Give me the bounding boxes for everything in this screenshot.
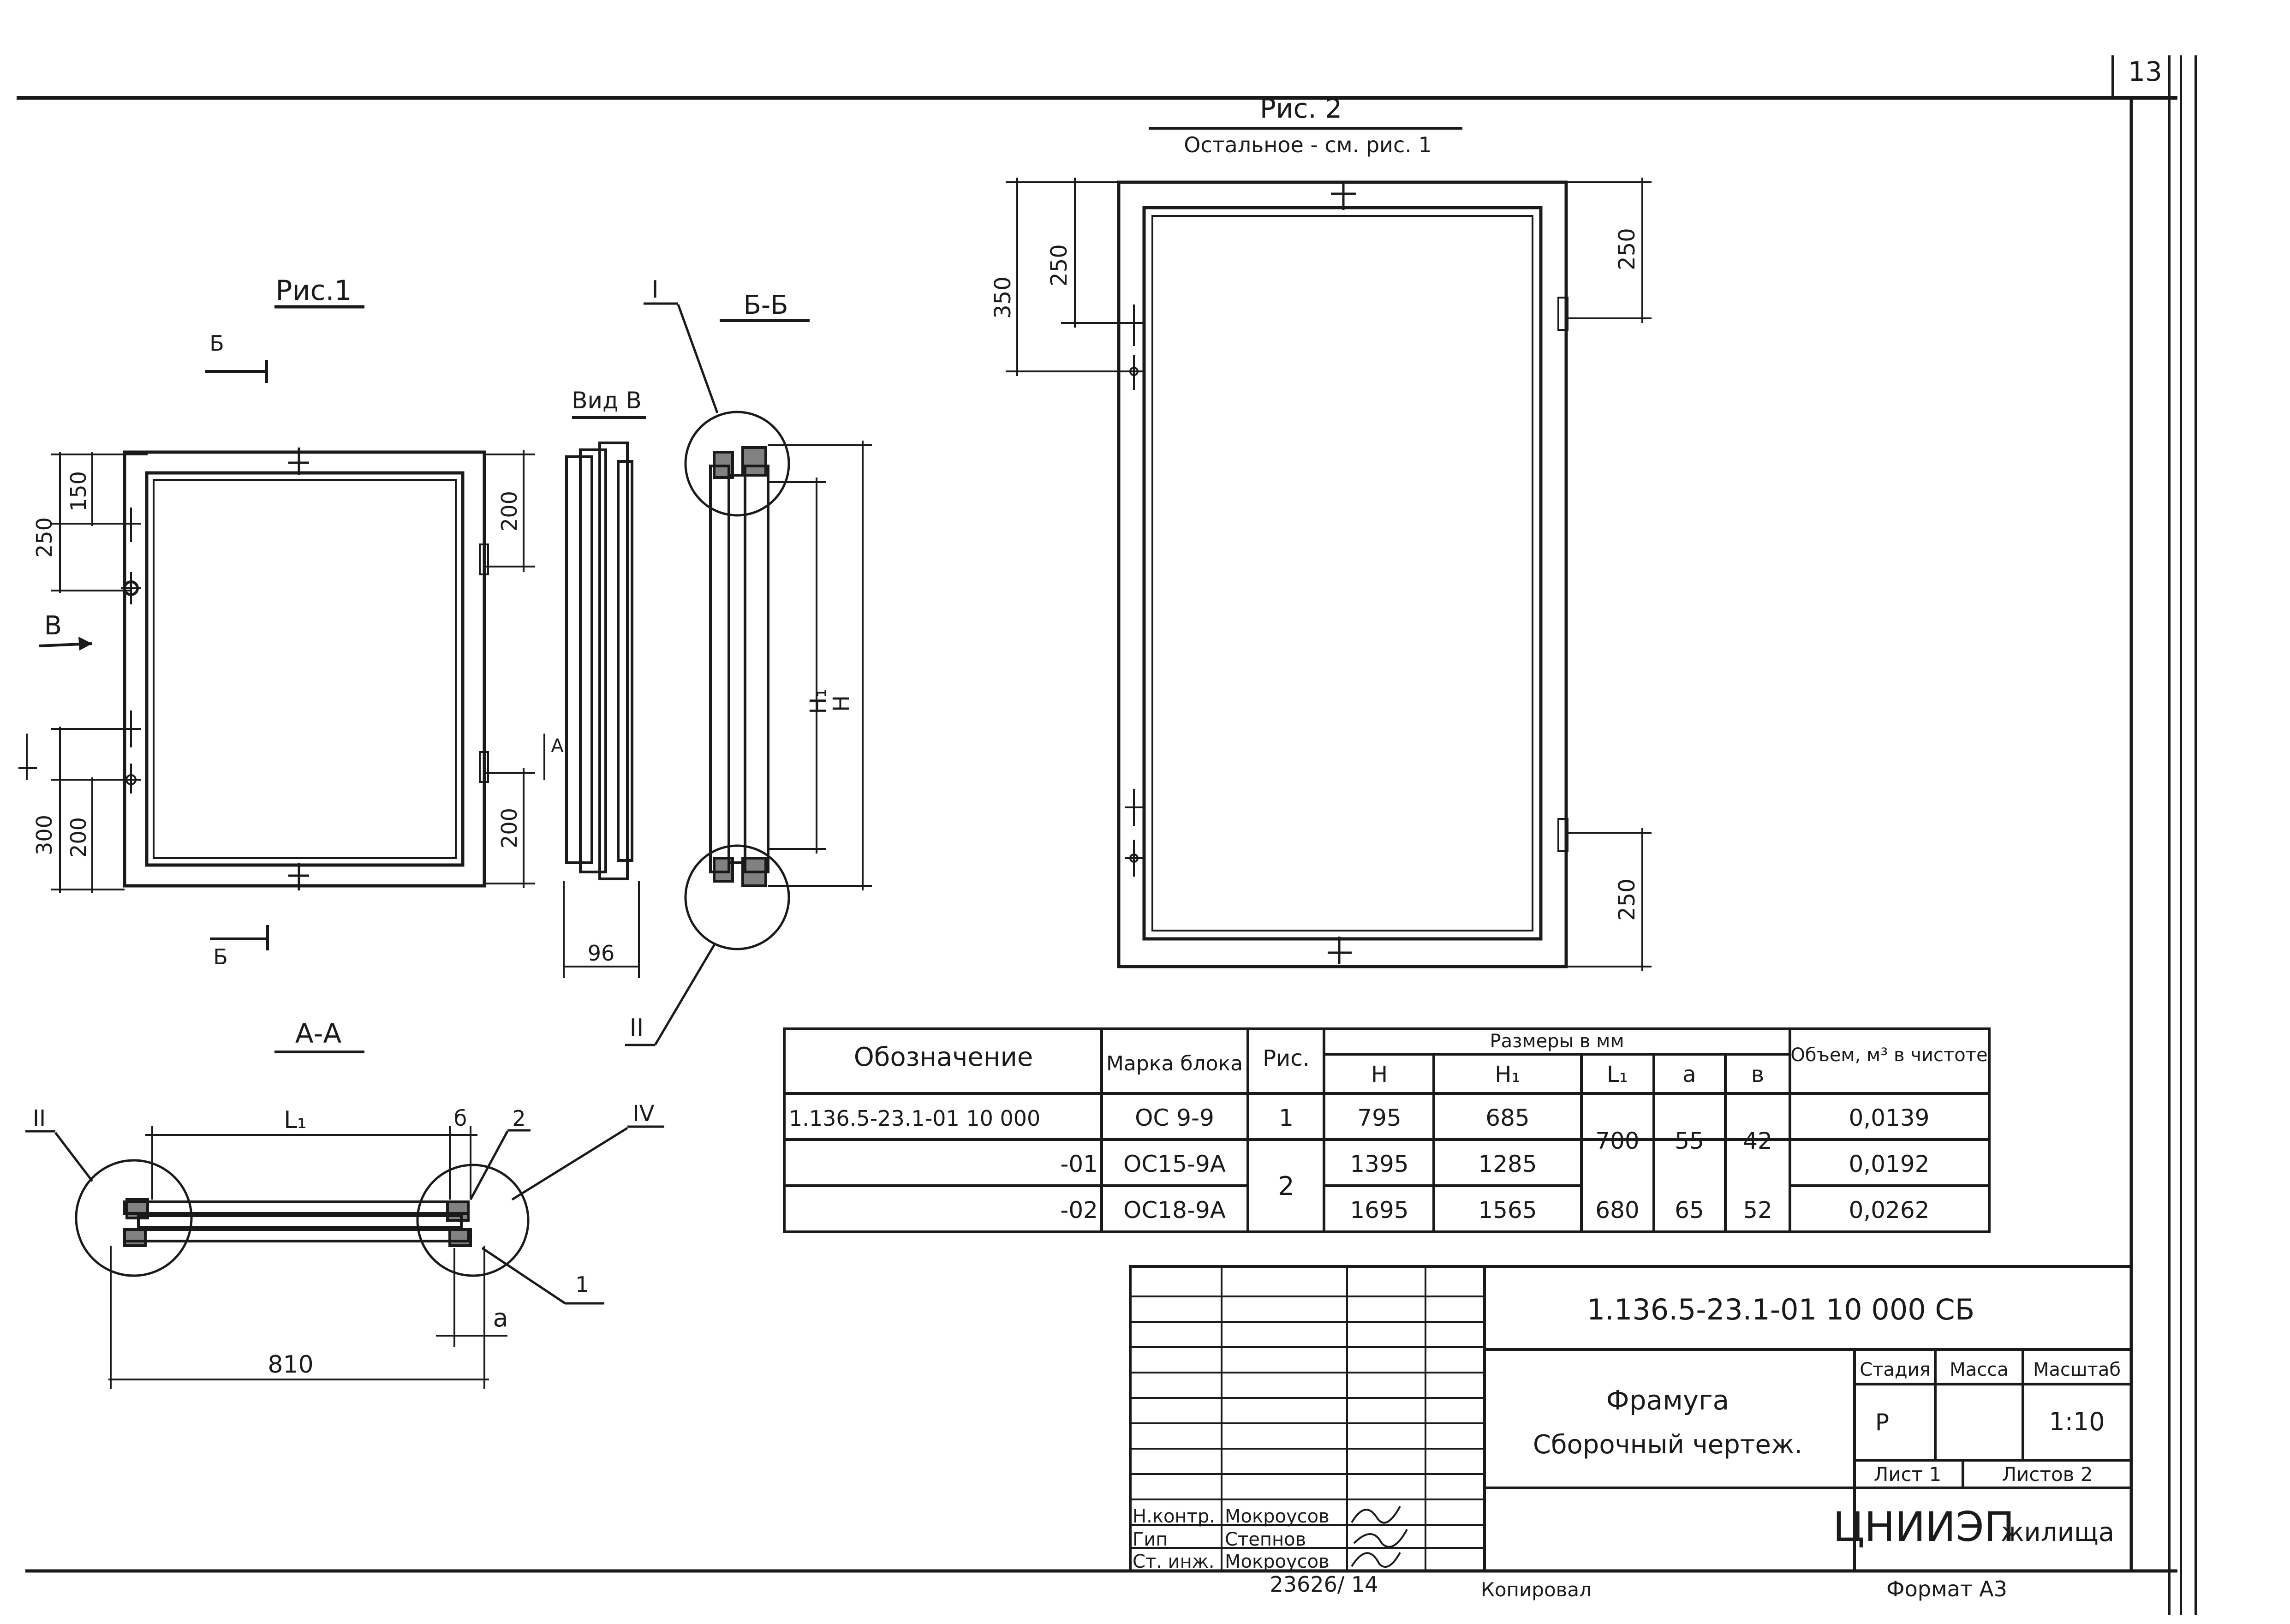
- tb-signer1-name: Мокроусов: [1225, 1506, 1330, 1527]
- spec-row3-designation: -02: [1060, 1197, 1098, 1224]
- spec-header-a: a: [1682, 1062, 1696, 1087]
- section-aa-title: А-А: [295, 1018, 342, 1049]
- section-bb-title: Б-Б: [743, 290, 788, 320]
- footer-format: Формат А3: [1886, 1576, 2007, 1601]
- tb-org-suffix: жилища: [2001, 1517, 2114, 1547]
- fig1-dim-200-right-bottom: 200: [497, 808, 522, 848]
- fig1-title: Рис.1: [275, 275, 352, 307]
- view-a-mark: А: [551, 735, 564, 757]
- bb-dim-h: H: [829, 695, 854, 712]
- spec-header-volume: Объем, м³ в чистоте: [1790, 1045, 1987, 1066]
- spec-row2-h: 1395: [1350, 1151, 1408, 1177]
- aa-dim-a: a: [493, 1303, 508, 1332]
- tb-sheets-label: Листов 2: [2002, 1463, 2093, 1486]
- footer-inventory: 23626/ 14: [1270, 1572, 1378, 1597]
- bb-dim-h1: H₁: [805, 688, 831, 714]
- spec-table: Обозначение Марка блока Рис. Размеры в м…: [783, 1027, 1991, 1233]
- spec-row1-b: 42: [1743, 1128, 1772, 1154]
- spec-row1-h1: 685: [1485, 1105, 1529, 1131]
- tb-scale-value: 1:10: [2049, 1407, 2105, 1436]
- fig2-dim-250-bottom: 250: [1614, 878, 1640, 921]
- spec-header-mark: Марка блока: [1106, 1052, 1243, 1075]
- callout-i: I: [651, 276, 658, 304]
- tb-scale-label: Масштаб: [2033, 1359, 2121, 1380]
- spec-row3-a: 65: [1675, 1197, 1704, 1224]
- tb-signer3-role: Ст. инж.: [1133, 1551, 1215, 1572]
- fig1-dim-300: 300: [32, 815, 57, 855]
- view-v-arrow-label: В: [44, 611, 62, 641]
- tb-signer3-name: Мокроусов: [1225, 1551, 1330, 1572]
- spec-row1-a: 55: [1675, 1128, 1704, 1154]
- spec-row1-volume: 0,0139: [1849, 1105, 1930, 1131]
- spec-row3-h1: 1565: [1478, 1197, 1537, 1224]
- arrow-icon: [78, 637, 92, 651]
- spec-header-h: H: [1371, 1062, 1388, 1087]
- section-bb-mark-top: Б: [209, 331, 224, 356]
- spec-row2-h1: 1285: [1478, 1151, 1537, 1177]
- spec-header-b: в: [1751, 1062, 1764, 1087]
- spec-row3-mark: ОС18-9А: [1123, 1197, 1226, 1224]
- fig2-title: Рис. 2: [1260, 93, 1342, 124]
- tb-code: 1.136.5-23.1-01 10 000 СБ: [1587, 1293, 1975, 1326]
- section-aa: А-А II IV: [25, 1018, 664, 1389]
- tb-mass-label: Масса: [1950, 1359, 2009, 1380]
- sheet-frame: [17, 55, 2197, 1615]
- tb-signer2-role: Гип: [1133, 1529, 1168, 1550]
- spec-header-sizes: Размеры в мм: [1490, 1031, 1624, 1052]
- tb-signer1-role: Н.контр.: [1133, 1506, 1215, 1527]
- spec-header-fig: Рис.: [1263, 1045, 1310, 1071]
- spec-row1-fig: 1: [1279, 1105, 1294, 1131]
- tb-stage-label: Стадия: [1860, 1359, 1930, 1380]
- footer-copied: Копировал: [1481, 1578, 1592, 1601]
- tb-org: ЦНИИЭП: [1833, 1503, 2015, 1551]
- aa-dim-b: б: [454, 1106, 467, 1131]
- spec-header-designation: Обозначение: [854, 1042, 1033, 1072]
- tb-signer2-name: Степнов: [1225, 1529, 1306, 1550]
- aa-pos-2: 2: [512, 1106, 525, 1131]
- fig1-dim-250: 250: [32, 517, 57, 558]
- spec-row3-l1: 680: [1595, 1197, 1639, 1224]
- aa-callout-ii: II: [33, 1105, 46, 1131]
- signature-mark: [1351, 1506, 1408, 1568]
- spec-row2-fig: 2: [1278, 1171, 1294, 1201]
- aa-callout-iv: IV: [633, 1101, 655, 1127]
- spec-row3-b: 52: [1743, 1197, 1772, 1224]
- aa-pos-1: 1: [575, 1272, 589, 1297]
- fig2-dim-250-top: 250: [1614, 228, 1640, 270]
- section-bb-mark-bottom: Б: [213, 944, 228, 969]
- view-v-title: Вид В: [572, 387, 642, 414]
- view-v-dim-96: 96: [588, 941, 615, 966]
- spec-row2-volume: 0,0192: [1849, 1151, 1930, 1177]
- fig1-dim-200-right-top: 200: [497, 491, 522, 531]
- fig2-dim-250-left: 250: [1046, 244, 1072, 287]
- spec-row1-designation: 1.136.5-23.1-01 10 000: [789, 1106, 1040, 1131]
- tb-name-line2: Сборочный чертеж.: [1533, 1430, 1802, 1460]
- fig1-view: Рис.1 Б Б В: [18, 275, 564, 969]
- view-v: Вид В 96: [563, 387, 646, 978]
- spec-row2-designation: -01: [1060, 1151, 1098, 1177]
- title-block: 1.136.5-23.1-01 10 000 СБ Фрамуга Сбороч…: [1129, 1265, 2133, 1572]
- spec-header-l1: L₁: [1607, 1062, 1628, 1087]
- callout-ii: II: [630, 1014, 644, 1042]
- spec-row1-h: 795: [1357, 1105, 1401, 1131]
- spec-row3-volume: 0,0262: [1849, 1197, 1930, 1224]
- tb-name-line1: Фрамуга: [1606, 1385, 1729, 1416]
- fig1-dim-150: 150: [66, 471, 91, 512]
- spec-row3-h: 1695: [1350, 1197, 1408, 1224]
- sheet-number: 13: [2128, 56, 2162, 87]
- tb-stage-value: Р: [1875, 1409, 1889, 1436]
- aa-dim-810: 810: [268, 1351, 313, 1379]
- fig2-view: Рис. 2 Остальное - см. рис. 1: [990, 93, 1652, 971]
- tb-sheet-label: Лист 1: [1874, 1463, 1942, 1486]
- aa-dim-l1: L₁: [284, 1106, 307, 1134]
- spec-row1-l1: 700: [1595, 1128, 1639, 1154]
- fig2-subtitle: Остальное - см. рис. 1: [1184, 132, 1432, 157]
- section-bb: Б-Б I II H₁ H: [625, 276, 872, 1046]
- spec-row2-mark: ОС15-9А: [1123, 1151, 1226, 1177]
- fig2-dim-350: 350: [990, 276, 1016, 319]
- spec-row1-mark: ОС 9-9: [1135, 1105, 1214, 1131]
- spec-header-h1: H₁: [1495, 1062, 1520, 1087]
- fig1-dim-200-left: 200: [66, 817, 91, 858]
